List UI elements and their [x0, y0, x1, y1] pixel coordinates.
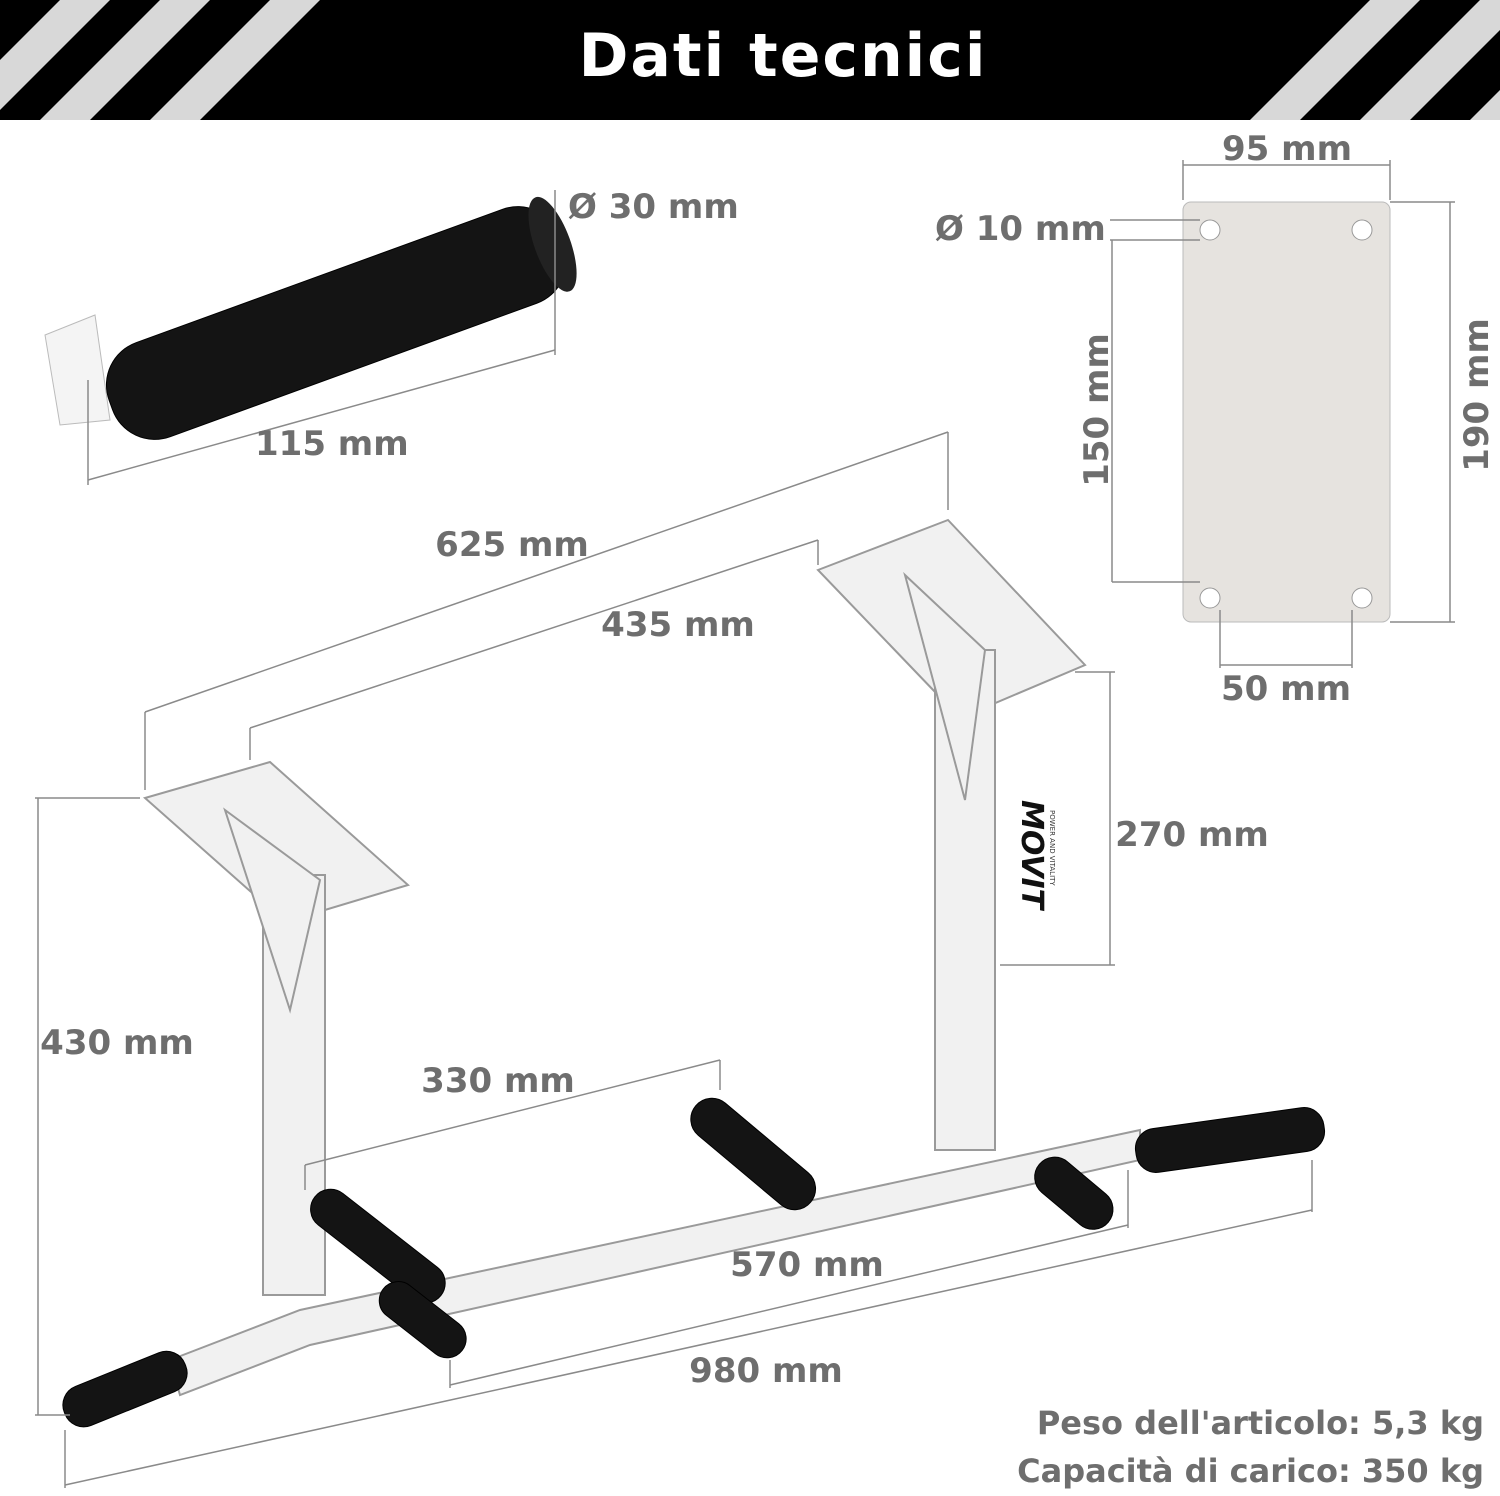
weight-spec: Peso dell'articolo: 5,3 kg: [1037, 1404, 1484, 1442]
middle-grip-spacing-label: 330 mm: [421, 1061, 575, 1101]
load-capacity-spec: Capacità di carico: 350 kg: [1017, 1452, 1484, 1490]
total-height-label: 430 mm: [40, 1023, 194, 1063]
logo-brand: MOVIT: [1014, 800, 1049, 912]
grip-length-label: 115 mm: [255, 424, 409, 464]
page-title: Dati tecnici: [579, 21, 988, 91]
movit-logo: MOVIT POWER AND VITALITY: [1014, 800, 1056, 912]
hole-spacing-vertical-label: 150 mm: [1077, 333, 1117, 487]
inner-width-label: 570 mm: [730, 1245, 884, 1285]
hole-diameter-label: Ø 10 mm: [935, 209, 1106, 249]
mounting-plate-detail: 95 mm Ø 10 mm 150 mm 190 mm 50 mm: [935, 129, 1497, 709]
post-height-label: 270 mm: [1115, 815, 1269, 855]
header-bar: Dati tecnici: [0, 0, 1500, 120]
outer-depth-label: 625 mm: [435, 525, 589, 565]
hole-spacing-horizontal-label: 50 mm: [1221, 669, 1351, 709]
pull-up-bar-illustration: MOVIT POWER AND VITALITY 625 mm 435 mm 2…: [35, 431, 1326, 1488]
logo-tagline: POWER AND VITALITY: [1048, 810, 1056, 886]
plate-width-label: 95 mm: [1222, 129, 1352, 169]
plate-height-label: 190 mm: [1457, 318, 1497, 472]
inner-depth-label: 435 mm: [601, 605, 755, 645]
grip-detail: Ø 30 mm 115 mm: [44, 187, 739, 485]
grip-diameter-label: Ø 30 mm: [568, 187, 739, 227]
total-width-label: 980 mm: [689, 1351, 843, 1391]
